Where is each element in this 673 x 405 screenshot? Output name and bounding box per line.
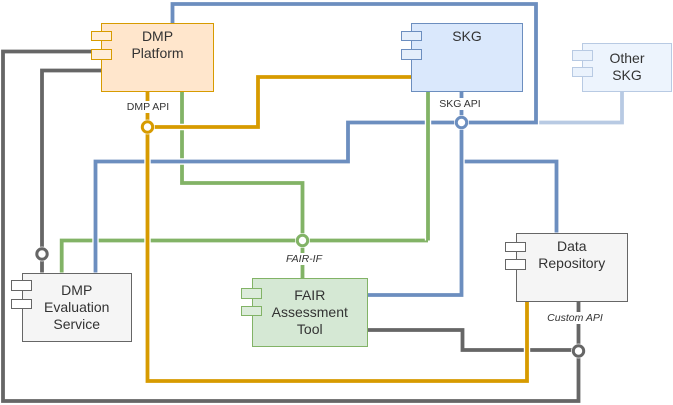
component-icon [400,30,422,41]
node-dmp-evaluation-service: DMP Evaluation Service [11,272,132,342]
node-label: FAIR Assessment Tool [271,287,348,337]
socket-custom-api [571,344,586,358]
socket-dmp-eval [35,247,49,261]
connector-skg-api-blue-branch-casing [368,122,465,299]
connector-custom-api-gray-casing [368,326,572,354]
component-icon [11,280,32,291]
connector-fair-if-green [180,92,305,241]
label-skg-api: SKG API [437,98,483,110]
node-skg: SKG [400,23,523,92]
component-icon [571,50,593,61]
component-icon [241,288,262,299]
component-icon [505,241,526,252]
component-icon [90,30,112,41]
connector-custom-api-gray [1,49,581,403]
node-dmp-platform: DMP Platform [90,23,214,92]
socket-skg-api [454,115,469,130]
socket-dmp-eval-halo [34,246,50,262]
connector-dmp-eval-gray [40,68,101,273]
connector-skg-api-blue-branch-casing [461,158,560,233]
socket-dmp-api-halo [140,119,155,135]
connector-skg-api-blue-branch [368,122,464,297]
node-data-repository: Data Repository [505,232,628,302]
connector-other-skg-pale [539,92,624,125]
connector-custom-api-gray-casing [0,48,582,405]
component-icon [571,66,593,77]
connector-skg-api-blue-branch [461,159,559,233]
node-label: Other SKG [609,50,645,84]
socket-skg-api-halo [454,115,469,130]
component-icon [11,298,32,309]
label-custom-api: Custom API [545,312,605,324]
component-icon [241,305,262,316]
connector-fair-if-green [59,238,428,273]
node-fair-assessment-tool: FAIR Assessment Tool [241,278,368,347]
node-other-skg: Other SKG [571,42,672,92]
node-label: Data Repository [538,237,606,271]
socket-custom-api-halo [571,343,586,359]
connector-dmp-eval-gray-casing [38,67,101,273]
node-label: DMP Platform [131,28,184,61]
connector-other-skg-pale-casing [539,92,626,126]
socket-dmp-api [140,120,155,134]
label-fair-if: FAIR-IF [284,253,324,265]
connector-fair-if-green-casing [58,237,428,273]
component-icon [505,259,526,270]
component-icon [400,49,422,60]
socket-fair-if-halo [295,233,310,248]
node-label: SKG [452,28,482,44]
label-dmp-api: DMP API [124,101,172,113]
connector-custom-api-gray [368,328,572,352]
component-icon [90,49,112,60]
connector-fair-if-green-casing [178,92,306,241]
node-label: DMP Evaluation Service [44,281,110,332]
socket-fair-if [295,233,310,248]
